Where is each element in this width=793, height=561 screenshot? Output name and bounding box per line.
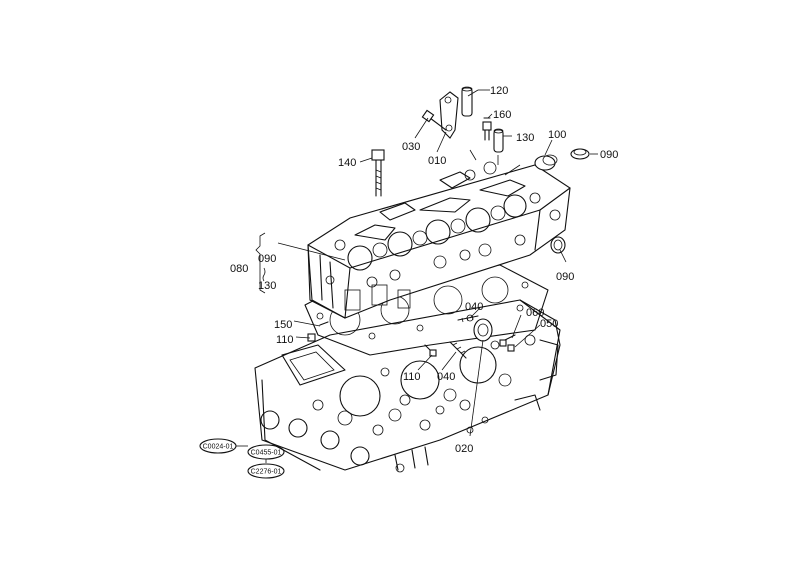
part-labels: 120 160 130 100 090 030 010 140 090 080 … — [230, 85, 618, 455]
reference-codes: C0024-01 C0455-01 C2276-01 — [199, 438, 285, 479]
label-040-upper: 040 — [465, 301, 483, 313]
part-040-bolt-upper — [457, 315, 479, 323]
part-020-eye-bracket — [473, 318, 493, 342]
label-150: 150 — [274, 319, 292, 331]
label-110-lower: 110 — [403, 371, 421, 383]
group-range-mark — [262, 267, 266, 282]
part-140-bolt — [371, 149, 385, 197]
label-130-top: 130 — [516, 132, 534, 144]
ref-code-2: C0455-01 — [251, 450, 282, 457]
label-030: 030 — [402, 141, 420, 153]
label-050: 050 — [540, 318, 558, 330]
part-110-nut — [307, 333, 316, 342]
leader-lines — [255, 89, 598, 437]
label-140: 140 — [338, 157, 356, 169]
label-130-group: 130 — [258, 280, 276, 292]
part-060-050-fitting — [499, 334, 516, 352]
label-090-group: 090 — [258, 253, 276, 265]
label-120: 120 — [490, 85, 508, 97]
part-040-bolt-lower — [424, 341, 467, 359]
part-090-plug-top — [570, 148, 590, 160]
part-150-stud — [319, 321, 329, 326]
label-090-top: 090 — [600, 149, 618, 161]
label-110-left: 110 — [276, 334, 294, 346]
ref-code-1: C0024-01 — [203, 444, 234, 451]
part-120-sleeve — [461, 86, 473, 117]
part-030-bolt — [421, 109, 447, 131]
ref-code-3: C2276-01 — [251, 469, 282, 476]
part-090-plug-side — [550, 236, 566, 254]
label-040-lower: 040 — [437, 371, 455, 383]
label-160: 160 — [493, 109, 511, 121]
part-010-bracket — [439, 91, 459, 139]
label-080: 080 — [230, 263, 248, 275]
label-060: 060 — [526, 307, 544, 319]
part-160-sensor — [482, 117, 492, 141]
label-090-side: 090 — [556, 271, 574, 283]
label-100: 100 — [548, 129, 566, 141]
part-100-cap — [534, 154, 558, 171]
label-020: 020 — [455, 443, 473, 455]
part-130-sleeve — [493, 128, 504, 153]
label-010: 010 — [428, 155, 446, 167]
engine-block-outline — [254, 299, 561, 473]
cylinder-head — [307, 161, 571, 319]
